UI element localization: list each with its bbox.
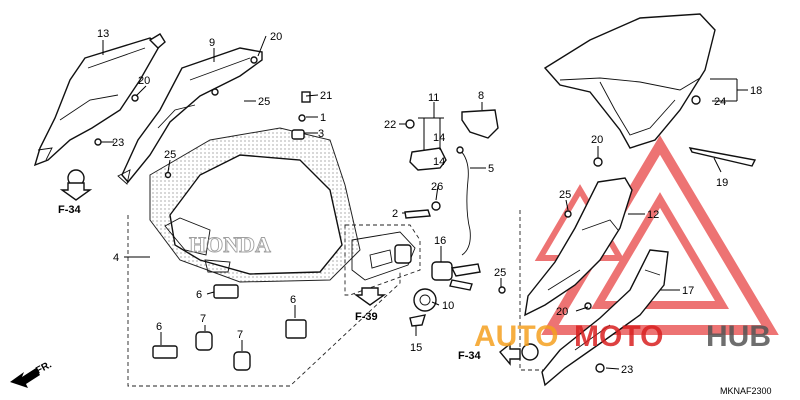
callout: 20: [591, 134, 603, 146]
callout: 6: [290, 294, 296, 306]
strap: [688, 147, 757, 167]
upper-cowl-9: [117, 47, 263, 185]
callout: 14: [433, 132, 445, 144]
bracket-8: [461, 109, 499, 139]
right-lower-cover: [541, 249, 669, 387]
callout: 8: [478, 90, 484, 102]
callout: 11: [428, 92, 439, 104]
callout: 7: [200, 313, 206, 325]
callout: 20: [556, 306, 568, 318]
callout: 22: [384, 119, 396, 131]
callout: 20: [270, 31, 282, 43]
ref-arrow-mid: [353, 287, 387, 306]
ref-label-mid: F-39: [355, 311, 378, 323]
right-side-cover: [524, 177, 633, 317]
callout: 2: [392, 208, 398, 220]
cable-end: [456, 146, 464, 154]
watermark-moto: MOTO: [574, 320, 663, 353]
callout: 23: [621, 364, 633, 376]
callout: 13: [97, 28, 109, 40]
ref-label-right: F-34: [458, 350, 482, 362]
leader-lines: [101, 35, 748, 370]
callout: 25: [494, 267, 506, 279]
callout: 18: [750, 85, 762, 97]
watermark-text: AUTO MOTO HUB: [474, 320, 771, 353]
ref-arrow-left: [59, 182, 93, 201]
callout: 3: [318, 128, 324, 140]
callout: 16: [434, 235, 446, 247]
callout: 6: [196, 289, 202, 301]
callout: 5: [488, 163, 494, 175]
callout: 14: [433, 156, 445, 168]
honda-logo: HONDA: [189, 232, 271, 257]
seat-base-panel: HONDA: [149, 127, 361, 283]
lock-bracket: [351, 231, 416, 281]
callout: 20: [138, 75, 150, 87]
callout: 26: [431, 181, 443, 193]
callout: 1: [320, 112, 326, 124]
callout: 21: [320, 90, 332, 102]
svg-text:FR.: FR.: [34, 359, 54, 376]
callout: 12: [647, 209, 659, 221]
watermark-hub: HUB: [706, 320, 771, 353]
callout: 7: [237, 329, 243, 341]
front-direction-arrow: FR.: [10, 359, 54, 388]
callout: 6: [156, 321, 162, 333]
callout: 25: [258, 96, 270, 108]
callout: 19: [716, 177, 728, 189]
diagram-code: MKNAF2300: [720, 386, 772, 396]
right-frame-box: [519, 210, 548, 371]
callout: 25: [559, 189, 571, 201]
ref-arrow-right: [499, 342, 521, 366]
callout: 9: [209, 37, 215, 49]
callout: 4: [113, 252, 119, 264]
callout: 25: [164, 149, 176, 161]
mid-frame-box: [344, 224, 421, 296]
seat-lock-cable: [459, 149, 471, 256]
left-side-cover: [33, 33, 166, 167]
callout: 17: [682, 285, 694, 297]
rear-seat: [543, 13, 716, 149]
callout: 24: [714, 96, 726, 108]
callout: 23: [112, 137, 124, 149]
key-set: [431, 261, 481, 291]
left-frame-box: [127, 215, 401, 387]
ref-label-left: F-34: [58, 204, 82, 216]
callout: 15: [410, 342, 422, 354]
watermark-auto: AUTO: [474, 320, 558, 353]
callout: 10: [442, 300, 454, 312]
callout-numbers: 13 9 20 20 25 21 1 3 23 25 4 6 6 6 7 7 1…: [97, 28, 762, 376]
clip-15: [409, 314, 427, 327]
lock-cylinder: [413, 288, 437, 312]
